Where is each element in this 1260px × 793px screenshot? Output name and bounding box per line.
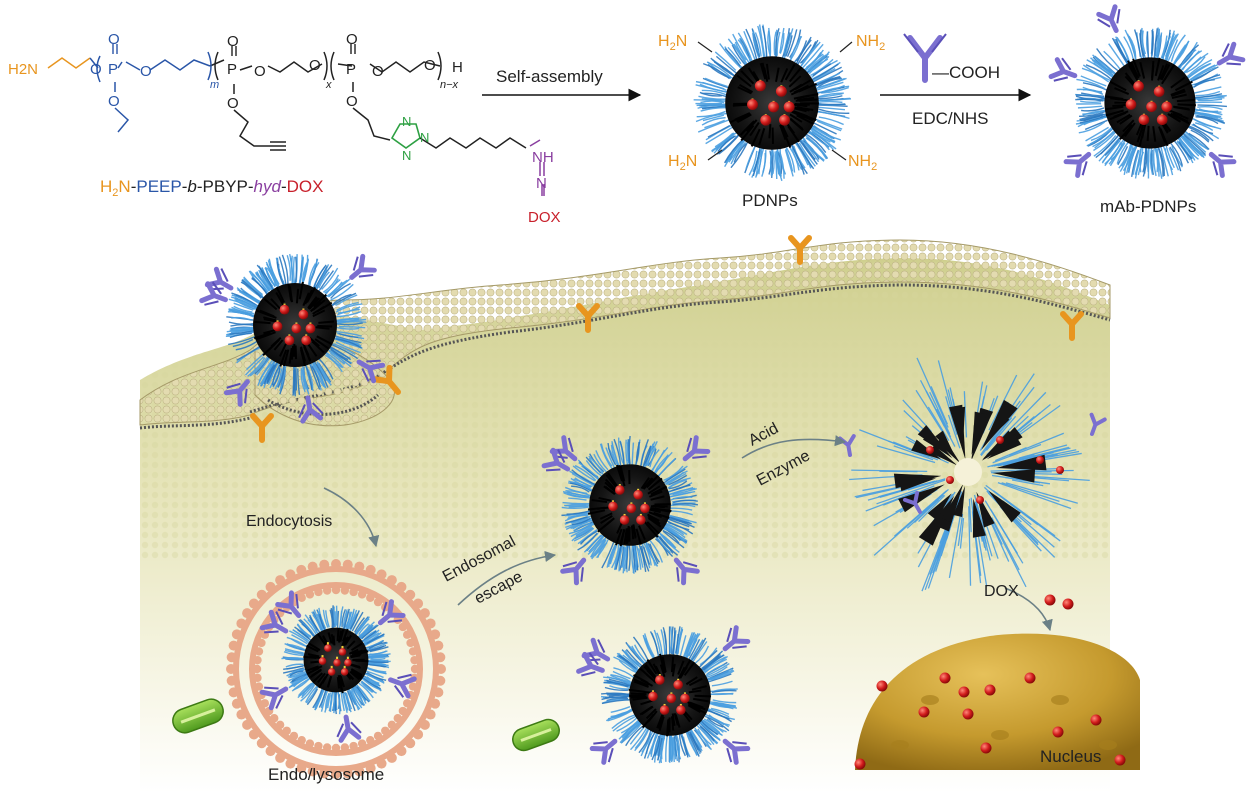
atom-o: O <box>108 93 120 110</box>
pdnps-label: PDNPs <box>742 191 798 210</box>
atom-n: N <box>420 130 429 145</box>
dox-dot <box>939 672 951 684</box>
antibody-icon <box>336 714 362 743</box>
antibody-icon <box>259 686 289 711</box>
dox-dot <box>1114 754 1126 766</box>
subscript-nx: n−x <box>440 79 459 91</box>
antibody-icon <box>722 738 751 765</box>
edc-nhs-label: EDC/NHS <box>912 109 989 128</box>
surface-amine: H2N <box>658 33 687 53</box>
antibody-icon <box>1216 41 1246 66</box>
atom-o: O <box>309 57 321 74</box>
surface-amines: H2N NH2 H2N NH2 <box>658 33 885 173</box>
self-assembly-label: Self-assembly <box>496 67 603 86</box>
dox-dot <box>980 742 992 754</box>
atom-n: N <box>402 148 411 163</box>
nucleus-icon <box>854 633 1140 770</box>
antibody-icon <box>541 447 571 472</box>
dox-dot <box>876 680 888 692</box>
antibody-icon <box>722 625 751 652</box>
mitochondria-icon <box>512 718 560 752</box>
atom-o: O <box>346 93 358 110</box>
antibody-icon <box>1096 4 1121 33</box>
dox-dot <box>1090 714 1102 726</box>
atom-o: O <box>424 57 436 74</box>
nanoparticle-escaped <box>541 435 711 586</box>
dox-dot <box>1044 594 1056 606</box>
antibody-icon <box>349 253 377 280</box>
dox-release-label: DOX <box>984 583 1019 600</box>
antibody-icon <box>903 33 947 83</box>
antibody-icon <box>259 609 289 634</box>
atom-h: H <box>452 59 463 76</box>
hydrazone-nh: NH <box>532 149 554 166</box>
dox-dot <box>1024 672 1036 684</box>
nanoparticle-disassembled <box>837 357 1107 592</box>
dox-dot <box>854 758 866 770</box>
atom-o: O <box>140 63 152 80</box>
antibody-icon <box>1063 151 1092 178</box>
nanoparticle-cytosol <box>576 625 751 765</box>
antibody-icon <box>223 379 250 407</box>
antibody-icon <box>275 590 302 619</box>
amine-group: H2N <box>8 61 38 78</box>
antibody-icon <box>388 673 417 699</box>
surface-amine: NH2 <box>856 33 885 53</box>
antibody-icon <box>682 435 711 462</box>
nanoparticle-pdnps <box>693 24 852 182</box>
surface-amine: NH2 <box>848 153 877 173</box>
antibody-icon <box>589 738 618 765</box>
nucleus-label: Nucleus <box>1040 747 1101 766</box>
cooh-label: —COOH <box>932 63 1000 82</box>
antibody-icon <box>673 557 700 586</box>
atom-o: O <box>227 95 239 112</box>
endolysosome-label: Endo/lysosome <box>268 765 384 784</box>
atom-o: O <box>90 61 102 78</box>
dox-dot <box>1062 598 1074 610</box>
polymer-structure: H2N O P O O O m P O O O O x P O O O O n−… <box>8 31 561 226</box>
endocytosis-label: Endocytosis <box>246 513 332 530</box>
antibody-icon <box>902 490 922 514</box>
mab-pdnps-label: mAb-PDNPs <box>1100 197 1196 216</box>
atom-o: O <box>372 63 384 80</box>
subscript-m: m <box>210 79 219 91</box>
antibody-icon <box>1089 412 1107 436</box>
mitochondria-icon <box>172 698 224 734</box>
atom-o: O <box>346 31 358 48</box>
hydrazone-n: N <box>536 175 547 192</box>
antibody-icon <box>576 651 605 677</box>
arrow-icon <box>323 88 1053 632</box>
subscript-x: x <box>325 79 332 91</box>
nanoparticle-binding <box>199 253 386 424</box>
dox-dot <box>918 706 930 718</box>
surface-amine: H2N <box>668 153 697 173</box>
nanoparticle-mab-pdnps <box>1048 4 1246 179</box>
antibody-icon <box>199 281 228 306</box>
polymer-name: H2N-PEEP-b-PBYP-hyd-DOX <box>100 177 323 199</box>
nanoparticle-in-lysosome <box>259 590 417 743</box>
free-dox <box>1044 594 1074 610</box>
dox-dot <box>962 708 974 720</box>
atom-o: O <box>254 63 266 80</box>
antibody-icon <box>1208 151 1237 178</box>
atom-p: P <box>108 61 118 78</box>
antibody-icon <box>356 359 386 384</box>
antibody-icon <box>1048 57 1078 82</box>
atom-p: P <box>346 61 356 78</box>
dox-group: DOX <box>528 209 561 226</box>
endolysosome-icon <box>226 559 446 779</box>
atom-n: N <box>402 114 411 129</box>
atom-o: O <box>227 33 239 50</box>
antibody-icon <box>560 557 587 586</box>
dox-dot <box>1052 726 1064 738</box>
atom-p: P <box>227 61 237 78</box>
atom-o: O <box>108 31 120 48</box>
antibody-icon <box>298 395 324 424</box>
dox-dot <box>984 684 996 696</box>
antibody-icon <box>377 599 406 626</box>
dox-dot <box>958 686 970 698</box>
